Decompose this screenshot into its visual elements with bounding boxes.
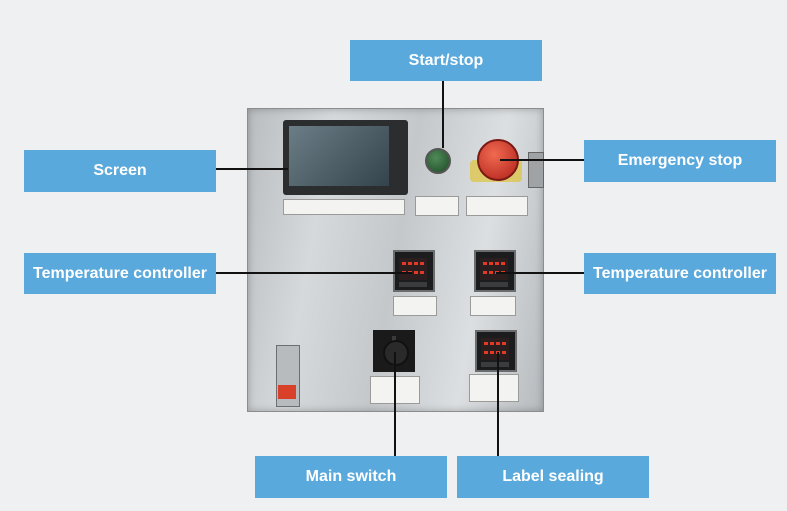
emergency-stop-callout: Emergency stop: [584, 140, 776, 182]
label-sealing-leader-line: [497, 352, 499, 456]
temperature-controller-left-callout: Temperature controller: [24, 253, 216, 294]
emergency-stop-nameplate: [466, 196, 528, 216]
start-stop-button: [425, 148, 451, 174]
label-sealing-controller: [475, 330, 517, 372]
screen-nameplate: [283, 199, 405, 215]
screen-callout: Screen: [24, 150, 216, 192]
start-stop-nameplate: [415, 196, 459, 216]
screen-leader-line: [216, 168, 288, 170]
main-switch-leader-line: [394, 352, 396, 456]
temp-left-leader-line: [216, 272, 412, 274]
temperature-controller-left: [393, 250, 435, 292]
main-switch-callout: Main switch: [255, 456, 447, 498]
label-sealing-nameplate: [469, 374, 519, 402]
start-stop-callout: Start/stop: [350, 40, 542, 81]
main-switch-knob: [383, 340, 409, 366]
label-sealing-callout: Label sealing: [457, 456, 649, 498]
temperature-controller-right-nameplate: [470, 296, 516, 316]
door-latch-red-tab: [278, 385, 296, 399]
panel-hinge: [528, 152, 544, 188]
start-stop-leader-line: [442, 80, 444, 148]
temp-right-leader-line: [496, 272, 584, 274]
emergency-stop-leader-line: [500, 159, 584, 161]
temperature-controller-right: [474, 250, 516, 292]
temperature-controller-right-callout: Temperature controller: [584, 253, 776, 294]
touch-screen: [289, 126, 389, 186]
temperature-controller-left-nameplate: [393, 296, 437, 316]
